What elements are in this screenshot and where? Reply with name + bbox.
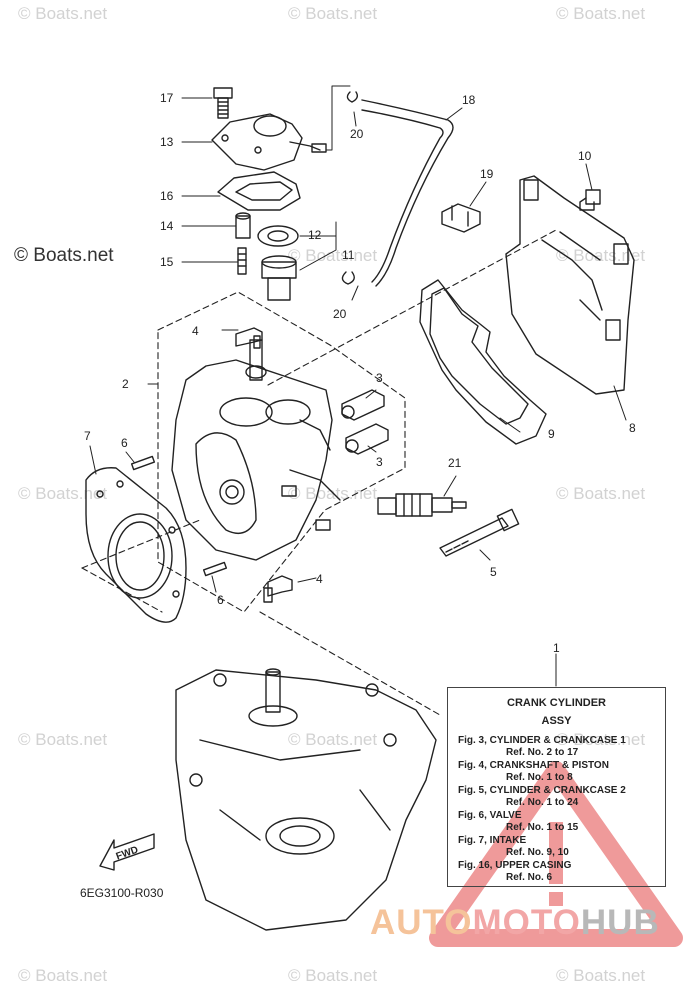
callout-9: 9: [548, 427, 555, 441]
reference-line: Ref. No. 6: [506, 872, 553, 883]
reference-line: Fig. 4, CRANKSHAFT & PISTON: [458, 760, 609, 771]
brand-part-1: AUTO: [370, 903, 473, 942]
callout-11: 11: [342, 248, 355, 262]
reference-title: CRANK CYLINDER: [507, 697, 606, 709]
reference-line: Ref. No. 1 to 15: [506, 822, 579, 833]
bolt-5: [439, 508, 520, 557]
spark-plug-21: [377, 493, 467, 517]
reference-box: CRANK CYLINDER ASSY Fig. 3, CYLINDER & C…: [447, 687, 666, 887]
leader-lines: [89, 85, 627, 687]
callout-15: 15: [160, 255, 174, 269]
callout-3-bottom: 3: [376, 455, 383, 469]
callout-18: 18: [462, 93, 476, 107]
callout-20-bottom: 20: [333, 307, 347, 321]
thermostat-cover-13: [211, 113, 327, 171]
watermark: © Boats.net: [556, 484, 646, 503]
watermark: © Boats.net: [18, 730, 108, 749]
callout-1: 1: [553, 641, 560, 655]
crankcase-assy-1: [175, 668, 437, 931]
callout-12: 12: [308, 228, 322, 242]
brand-part-2: MOTO: [472, 903, 581, 942]
thermostat-11: [261, 255, 297, 301]
callout-17: 17: [160, 91, 174, 105]
callout-4-top: 4: [192, 324, 199, 338]
watermark: © Boats.net: [18, 4, 108, 23]
cylinder-block-2: [171, 339, 341, 561]
reference-line: Fig. 7, INTAKE: [458, 835, 527, 846]
nipple-4-top: [235, 327, 263, 349]
reference-line: Fig. 6, VALVE: [458, 810, 522, 821]
callout-19: 19: [480, 167, 494, 181]
bolt-10: [579, 189, 601, 211]
plug-3-top: [341, 389, 385, 421]
reference-line: Fig. 5, CYLINDER & CRANKCASE 2: [458, 785, 626, 796]
watermark: © Boats.net: [556, 4, 646, 23]
callout-13: 13: [160, 135, 174, 149]
plug-3-bottom: [345, 423, 389, 455]
head-gasket-7: [85, 467, 187, 623]
watermark: © Boats.net: [556, 966, 646, 985]
gasket-16: [217, 171, 301, 211]
reference-line: Fig. 3, CYLINDER & CRANKCASE 1: [458, 735, 626, 746]
assembly-outline: [157, 291, 406, 613]
gasket-9: [419, 279, 547, 445]
diagram-code: 6EG3100-R030: [80, 886, 164, 900]
watermark-main: © Boats.net: [14, 245, 114, 266]
callout-3-top: 3: [376, 371, 383, 385]
callout-2: 2: [122, 377, 129, 391]
watermark: © Boats.net: [556, 730, 646, 749]
brand-part-3: HUB: [580, 903, 660, 942]
watermark: © Boats.net: [288, 246, 378, 265]
bolt-15: [237, 247, 247, 275]
clip-20-top: [346, 91, 359, 103]
reference-line: Ref. No. 1 to 8: [506, 772, 573, 783]
hose-18: [361, 99, 454, 287]
watermark: © Boats.net: [18, 484, 108, 503]
reference-line: Ref. No. 2 to 17: [506, 747, 579, 758]
fwd-arrow-icon: [99, 833, 155, 871]
brand-logo: AUTOMOTOHUB: [370, 903, 660, 943]
watermark: © Boats.net: [18, 966, 108, 985]
watermark: © Boats.net: [288, 4, 378, 23]
exhaust-cover-8: [505, 175, 635, 395]
reference-subtitle: ASSY: [541, 715, 572, 727]
callout-7: 7: [84, 429, 91, 443]
bolt-17: [213, 87, 233, 119]
callout-10: 10: [578, 149, 592, 163]
callout-20-top: 20: [350, 127, 364, 141]
callout-16: 16: [160, 189, 174, 203]
pin-6-top: [130, 455, 156, 471]
reference-line: Ref. No. 1 to 24: [506, 797, 579, 808]
reference-line: Ref. No. 9, 10: [506, 847, 569, 858]
nipple-4-bottom: [263, 575, 293, 603]
callout-4-bottom: 4: [316, 572, 323, 586]
callout-21: 21: [448, 456, 462, 470]
pin-6-bottom: [202, 561, 228, 577]
callout-14: 14: [160, 219, 174, 233]
collar-14: [235, 212, 251, 239]
watermark: © Boats.net: [288, 966, 378, 985]
warning-triangle-icon: [429, 761, 683, 947]
callout-6-top: 6: [121, 436, 128, 450]
callout-8: 8: [629, 421, 636, 435]
watermark: © Boats.net: [556, 246, 646, 265]
callout-6-bottom: 6: [217, 593, 224, 607]
holder-19: [441, 203, 481, 233]
watermark: © Boats.net: [288, 730, 378, 749]
clip-20-bottom: [341, 271, 355, 285]
seal-12: [257, 225, 299, 247]
reference-line: Fig. 16, UPPER CASING: [458, 860, 572, 871]
callout-5: 5: [490, 565, 497, 579]
